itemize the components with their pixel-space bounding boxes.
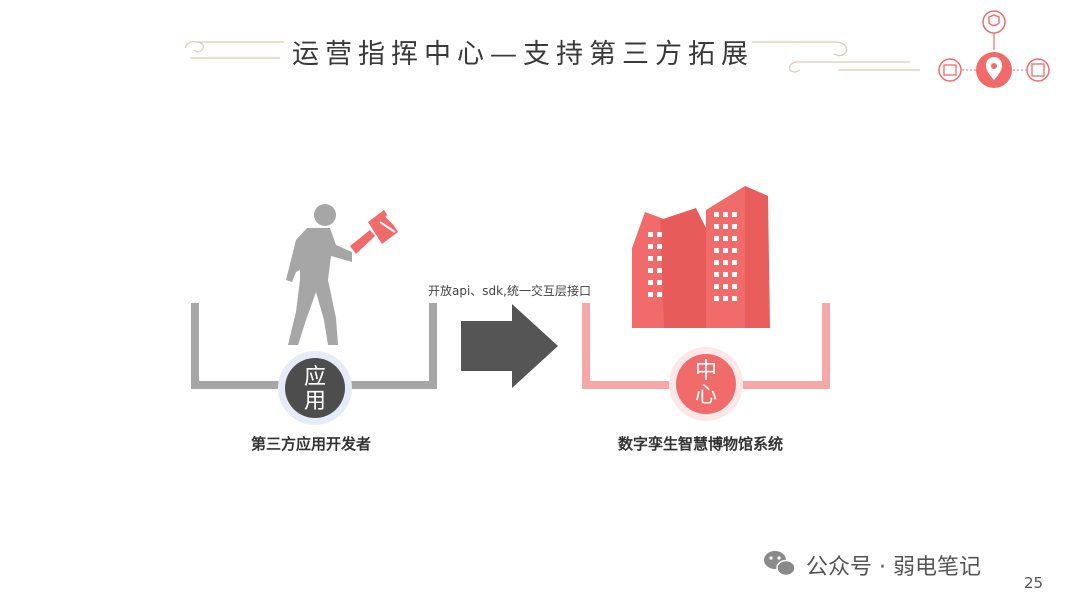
- left-circle-char-1: 应: [285, 366, 345, 390]
- right-circle-text: 中 心: [676, 360, 736, 408]
- watermark: 公众号 · 弱电笔记: [806, 549, 981, 581]
- developer-figure-icon: [286, 204, 352, 345]
- left-circle-text: 应 用: [285, 366, 345, 414]
- page-number: 25: [1024, 574, 1043, 592]
- wechat-icon: [764, 551, 795, 576]
- right-circle-char-2: 心: [676, 384, 736, 408]
- left-circle-char-2: 用: [285, 390, 345, 414]
- right-label: 数字孪生智慧博物馆系统: [618, 433, 783, 454]
- arrow-right-icon: [461, 304, 558, 388]
- left-label: 第三方应用开发者: [251, 433, 371, 454]
- flashlight-icon: [350, 210, 398, 254]
- api-label: 开放api、sdk,统一交互层接口: [428, 282, 591, 299]
- building-icon: [632, 186, 770, 328]
- right-circle-char-1: 中: [676, 360, 736, 384]
